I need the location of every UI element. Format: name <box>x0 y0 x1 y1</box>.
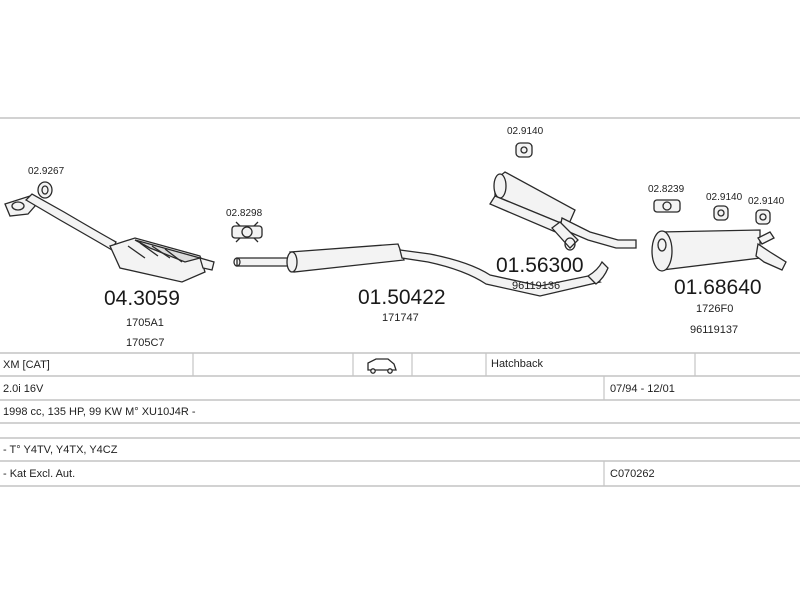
code-cell: C070262 <box>610 468 655 480</box>
hanger-02-9140[interactable] <box>515 142 533 158</box>
part-ref: 1726F0 <box>696 303 733 315</box>
part-number-catalytic-converter: 04.3059 <box>104 287 180 310</box>
part-ref: 96119136 <box>512 280 560 292</box>
hanger-02-9140[interactable] <box>713 205 729 221</box>
accessory-label: 02.9140 <box>706 192 743 203</box>
part-ref: 1705A1 <box>126 317 164 329</box>
body-type-cell: Hatchback <box>491 358 543 370</box>
catalytic-converter[interactable] <box>4 193 215 283</box>
accessory-label: 02.9140 <box>507 126 544 137</box>
accessory-label: 02.9140 <box>748 196 785 207</box>
part-number-rear-silencer-1: 01.56300 <box>496 254 584 277</box>
note-cell: - Kat Excl. Aut. <box>3 468 75 480</box>
clamp-02-8298[interactable] <box>231 221 263 243</box>
part-ref: 171747 <box>382 312 419 324</box>
model-cell: XM [CAT] <box>3 359 50 371</box>
car-icon <box>367 358 397 374</box>
accessory-label: 02.8239 <box>648 184 685 195</box>
types-cell: - T° Y4TV, Y4TX, Y4CZ <box>3 444 118 456</box>
accessory-label: 02.8298 <box>226 208 263 219</box>
period-cell: 07/94 - 12/01 <box>610 383 675 395</box>
hanger-02-9140[interactable] <box>755 209 771 225</box>
vehicle-info-table <box>0 352 800 487</box>
part-ref: 96119137 <box>690 324 738 336</box>
rear-silencer-1[interactable] <box>489 171 637 251</box>
clamp-02-9267[interactable] <box>37 181 53 199</box>
accessory-label: 02.9267 <box>28 166 65 177</box>
part-number-middle-silencer: 01.50422 <box>358 286 446 309</box>
part-number-rear-silencer-2: 01.68640 <box>674 276 762 299</box>
rear-silencer-2[interactable] <box>651 229 787 272</box>
specs-cell: 1998 cc, 135 HP, 99 KW M° XU10J4R - <box>3 406 196 418</box>
clamp-02-8239[interactable] <box>653 199 681 213</box>
engine-cell: 2.0i 16V <box>3 383 44 395</box>
part-ref: 1705C7 <box>126 337 165 349</box>
middle-silencer[interactable] <box>233 243 609 297</box>
